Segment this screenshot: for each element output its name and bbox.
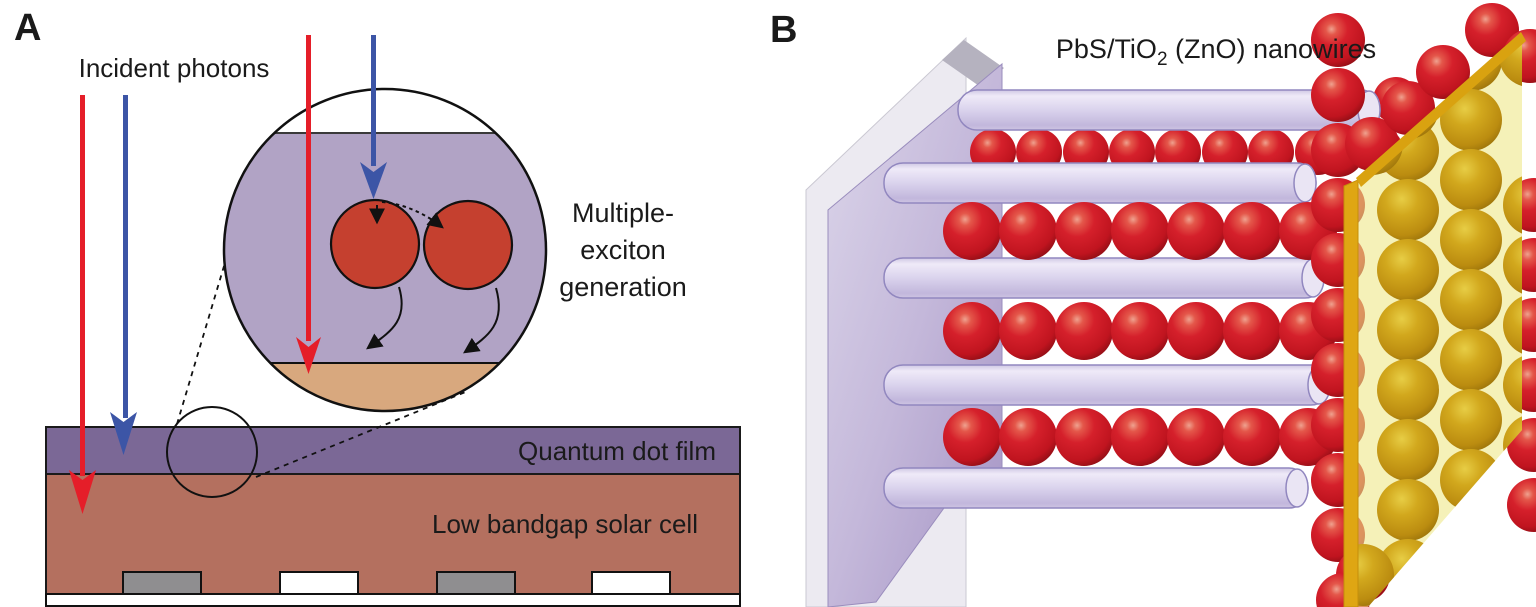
title-prefix: PbS/TiO bbox=[1056, 34, 1157, 64]
back-contact bbox=[436, 571, 516, 595]
bottom-electrode-strip bbox=[45, 593, 741, 607]
red-photon-arrowhead bbox=[69, 470, 96, 514]
back-contact bbox=[122, 571, 202, 595]
magnifier-outline bbox=[222, 87, 548, 413]
callout-line bbox=[176, 255, 228, 425]
exciton-arrow-right bbox=[381, 201, 444, 229]
back-contact bbox=[591, 571, 671, 595]
quantum-dot-film-layer bbox=[45, 426, 741, 475]
panel-b: B PbS/TiO2 (ZnO) nanowires bbox=[768, 0, 1536, 607]
panel-b-title: PbS/TiO2 (ZnO) nanowires bbox=[1056, 34, 1376, 70]
quantum-dot bbox=[329, 198, 421, 290]
quantum-dot-film-label: Quantum dot film bbox=[518, 436, 716, 466]
title-subscript: 2 bbox=[1157, 49, 1168, 70]
meg-line3: generation bbox=[559, 272, 687, 302]
back-contact bbox=[279, 571, 359, 595]
red-photon-arrow bbox=[80, 95, 85, 476]
meg-label: Multiple- exciton generation bbox=[559, 198, 687, 302]
meg-line1: Multiple- bbox=[572, 198, 674, 228]
blue-photon-arrow bbox=[123, 95, 128, 418]
panel-b-label: B bbox=[770, 9, 797, 51]
panel-a-drawing: Quantum dot film Low bandgap solar cell bbox=[14, 7, 741, 607]
blue-photon-arrowhead bbox=[110, 412, 137, 455]
panel-a-label: A bbox=[14, 7, 41, 49]
panel-b-drawing: B PbS/TiO2 (ZnO) nanowires bbox=[770, 3, 1536, 607]
carrier-transfer-arrow bbox=[463, 287, 500, 354]
blue-photon-arrowhead bbox=[360, 162, 387, 199]
magnifier-circle bbox=[222, 87, 548, 413]
callout-line bbox=[255, 390, 469, 478]
panel-a: Quantum dot film Low bandgap solar cell bbox=[14, 7, 741, 607]
nanowire bbox=[883, 364, 1331, 406]
magnifier-callout-lines bbox=[166, 255, 469, 498]
incident-photon-arrows bbox=[69, 35, 387, 514]
quantum-dot bbox=[422, 199, 514, 291]
gold-top-bevel bbox=[1356, 32, 1526, 187]
meg-line2: exciton bbox=[580, 235, 666, 265]
nanowires bbox=[883, 89, 1381, 509]
gold-electrode bbox=[1343, 32, 1526, 607]
zoom-source-circle bbox=[166, 406, 258, 498]
magnified-solar-cell bbox=[224, 363, 546, 411]
red-photon-arrowhead bbox=[296, 337, 321, 374]
carrier-transfer-arrow bbox=[366, 286, 403, 350]
incident-photons-label: Incident photons bbox=[79, 53, 270, 83]
nanowire bbox=[883, 467, 1309, 509]
blue-photon-arrow bbox=[371, 35, 376, 166]
solar-cell-stack: Quantum dot film Low bandgap solar cell bbox=[45, 426, 741, 607]
title-suffix: (ZnO) nanowires bbox=[1168, 34, 1377, 64]
nanowire bbox=[883, 257, 1325, 299]
nanowire bbox=[883, 162, 1317, 204]
solar-cell-label: Low bandgap solar cell bbox=[432, 509, 698, 539]
red-photon-arrow bbox=[306, 35, 311, 341]
gold-left-edge bbox=[1343, 179, 1359, 607]
